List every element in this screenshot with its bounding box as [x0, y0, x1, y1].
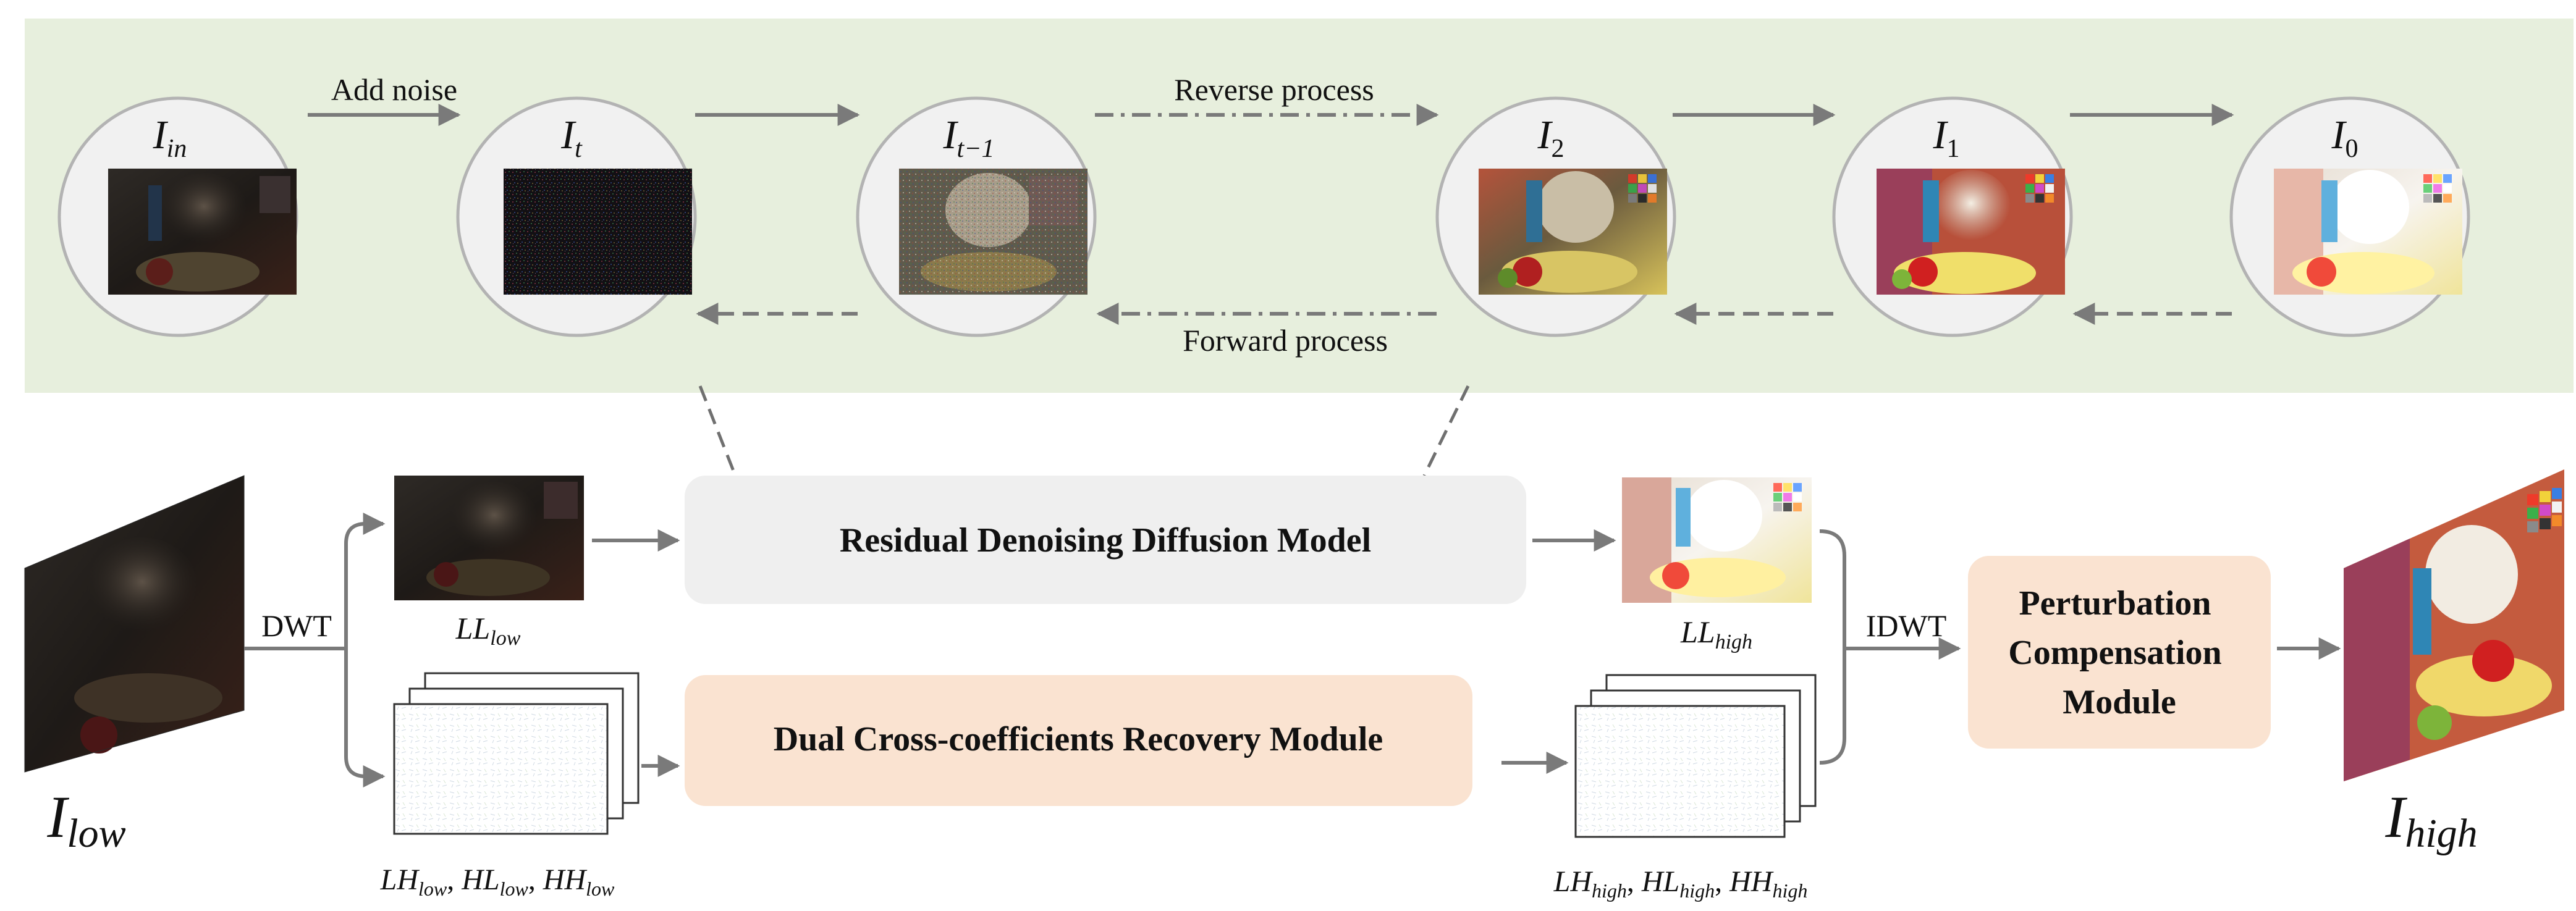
- dcrm-label: Dual Cross-coefficients Recovery Module: [774, 720, 1383, 758]
- pcm-box: [1968, 556, 2271, 749]
- dwt-branch-down: [344, 649, 386, 787]
- ll-low-image: [394, 476, 584, 600]
- state-i-t-minus-1-sub: t−1: [956, 135, 994, 163]
- diffusion-panel: [25, 19, 2574, 393]
- output-base: I: [2384, 784, 2407, 850]
- state-i-1-base: I: [1933, 112, 1949, 157]
- panel-connector-right: [1422, 385, 1470, 477]
- state-i-in: Iin: [57, 96, 298, 337]
- pcm-line-1: Perturbation: [2019, 584, 2211, 623]
- input-sub: low: [67, 811, 125, 856]
- lh-high-base: LH: [1553, 865, 1594, 898]
- svg-text:LHhigh, HLhigh, HHhigh: LHhigh, HLhigh, HHhigh: [1553, 865, 1808, 902]
- svg-text:I1: I1: [1933, 112, 1960, 163]
- state-i-t-minus-1-base: I: [943, 112, 959, 157]
- state-i-t-image: [504, 169, 692, 295]
- idwt-label: IDWT: [1866, 608, 1947, 643]
- svg-text:LHlow, HLlow, HHlow: LHlow, HLlow, HHlow: [380, 863, 615, 900]
- dwt-branch-up: [344, 513, 386, 649]
- state-i-t: It: [456, 96, 697, 337]
- sep-4: ,: [1715, 865, 1729, 898]
- hh-low-base: HH: [543, 863, 588, 896]
- state-i-2: I2: [1435, 96, 1676, 337]
- hl-high-base: HL: [1641, 865, 1679, 898]
- state-i-1-sub: 1: [1946, 135, 1959, 163]
- high-freq-low-stack: [393, 672, 640, 835]
- state-i-t-minus-1: It−1: [856, 96, 1097, 337]
- state-i-t-base: I: [560, 112, 576, 157]
- pcm-text: Perturbation Compensation Module: [2008, 584, 2230, 721]
- svg-text:LLlow: LLlow: [455, 611, 521, 650]
- forward-process-label: Forward process: [1183, 323, 1388, 358]
- rddm-label: Residual Denoising Diffusion Model: [840, 521, 1371, 560]
- pcm-line-2: Compensation: [2008, 634, 2221, 672]
- svg-text:Ihigh: Ihigh: [2384, 784, 2477, 856]
- ll-high-image: [1622, 477, 1812, 603]
- rddm-box: [685, 476, 1526, 604]
- state-i-0-image: [2274, 169, 2462, 295]
- dwt-label: DWT: [261, 608, 332, 643]
- hl-high-sub: high: [1679, 880, 1715, 902]
- state-i-2-image: [1479, 169, 1667, 295]
- ll-high-base: LL: [1680, 615, 1715, 649]
- pcm-line-3: Module: [2063, 683, 2176, 721]
- svg-text:Iin: Iin: [153, 112, 187, 163]
- state-i-2-base: I: [1537, 112, 1553, 157]
- sep-3: ,: [1627, 865, 1642, 898]
- svg-text:I2: I2: [1537, 112, 1565, 163]
- svg-text:LLhigh: LLhigh: [1680, 615, 1752, 653]
- output-sub: high: [2405, 811, 2477, 856]
- ll-low-base: LL: [455, 611, 491, 645]
- add-noise-label: Add noise: [331, 72, 457, 107]
- idwt-merge-top: [1819, 529, 1846, 649]
- dcrm-box: [685, 675, 1472, 806]
- state-i-t-sub: t: [575, 135, 583, 163]
- panel-connector-left: [698, 385, 737, 476]
- hh-low-sub: low: [586, 878, 615, 900]
- high-freq-high-stack: [1574, 674, 1817, 838]
- reverse-process-label: Reverse process: [1174, 72, 1374, 107]
- state-i-in-sub: in: [167, 135, 187, 163]
- output-image-i-high: [2344, 469, 2564, 781]
- state-i-in-base: I: [153, 112, 169, 157]
- state-i-1-image: [1877, 169, 2065, 295]
- sep-2: ,: [528, 863, 543, 896]
- state-i-t-minus-1-image: [899, 169, 1087, 295]
- state-i-1: I1: [1832, 96, 2073, 337]
- hh-high-sub: high: [1772, 880, 1807, 902]
- svg-text:It: It: [560, 112, 583, 163]
- sep-1: ,: [447, 863, 462, 896]
- state-i-2-sub: 2: [1551, 135, 1564, 163]
- lh-low-base: LH: [380, 863, 420, 896]
- lh-low-sub: low: [418, 878, 447, 900]
- lh-high-sub: high: [1592, 880, 1627, 902]
- hl-low-sub: low: [500, 878, 529, 900]
- ll-high-sub: high: [1715, 631, 1752, 653]
- ll-low-sub: low: [490, 627, 520, 650]
- state-i-0-sub: 0: [2345, 135, 2358, 163]
- svg-text:I0: I0: [2331, 112, 2359, 163]
- input-base: I: [46, 784, 69, 850]
- hh-high-base: HH: [1729, 865, 1774, 898]
- state-i-0-base: I: [2331, 112, 2347, 157]
- hl-low-base: HL: [461, 863, 499, 896]
- state-i-0: I0: [2229, 96, 2470, 337]
- svg-text:It−1: It−1: [943, 112, 995, 163]
- idwt-merge-bottom: [1819, 649, 1846, 765]
- state-i-in-image: [108, 169, 297, 295]
- input-image-i-low: [24, 475, 245, 773]
- svg-text:Ilow: Ilow: [46, 784, 125, 856]
